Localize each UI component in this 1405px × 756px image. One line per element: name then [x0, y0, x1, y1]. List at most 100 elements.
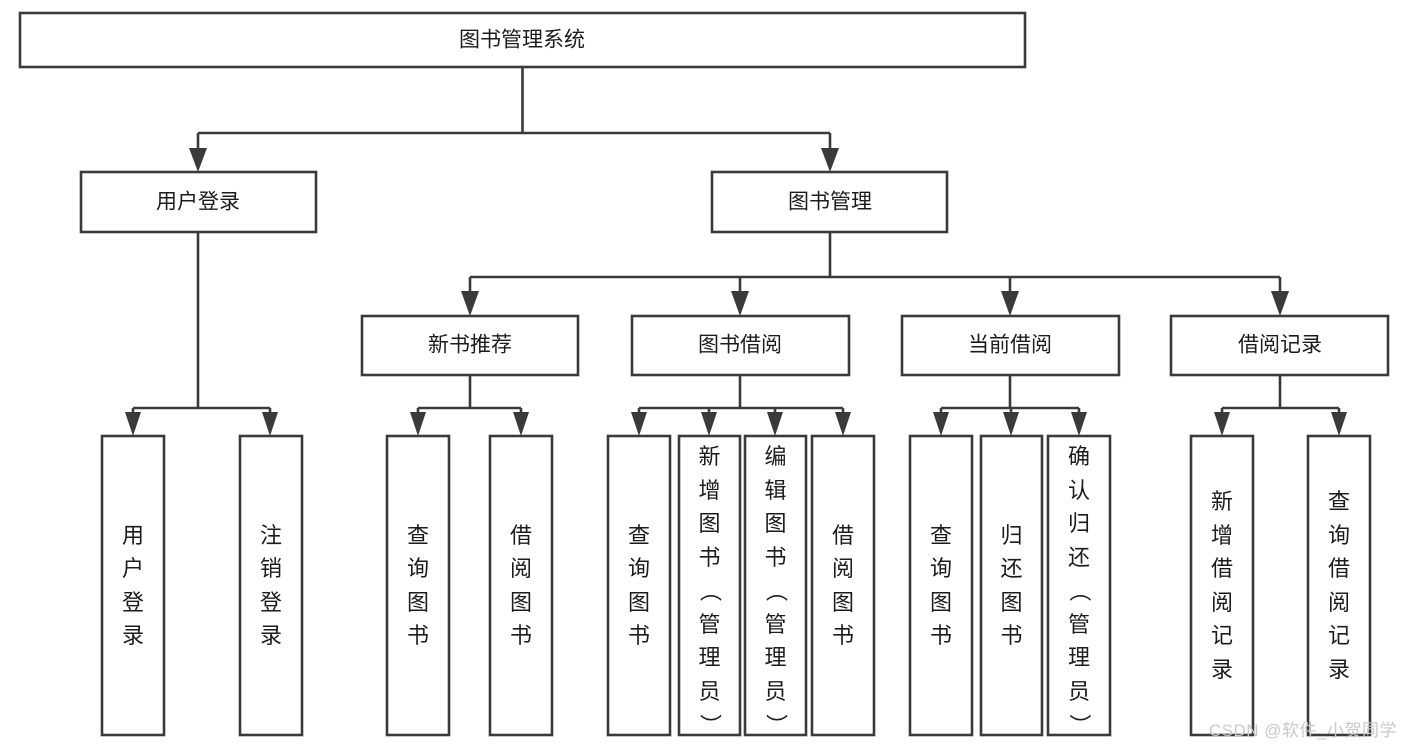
leaf-user-login-box[interactable] — [100, 434, 166, 737]
node-book-manage-box[interactable] — [710, 170, 949, 234]
label-char: 询 — [627, 556, 650, 581]
label-char: 理 — [698, 645, 721, 670]
leaf-query-book-1[interactable] — [385, 434, 451, 737]
label-char: ） — [697, 713, 723, 736]
label-char: 还 — [1000, 556, 1023, 581]
label-char: ） — [1066, 713, 1092, 736]
label-char: 增 — [698, 477, 721, 503]
leaf-borrow-book-1-box[interactable] — [488, 434, 554, 737]
arrow-head-leaf-borrow-book-1 — [513, 412, 529, 436]
leaf-logout-login-box[interactable] — [238, 434, 304, 737]
leaf-edit-book-admin-box[interactable] — [743, 434, 808, 737]
node-current-borrow[interactable]: 当前借阅 — [900, 314, 1121, 377]
leaf-user-login-label: 用户登录 — [102, 519, 164, 653]
node-new-book-recommend-box[interactable] — [360, 314, 580, 377]
label-char: 录 — [1210, 656, 1233, 682]
arrow-head-leaf-query-book-3 — [933, 412, 949, 436]
node-root-box[interactable] — [18, 11, 1027, 69]
node-borrow-record[interactable]: 借阅记录 — [1169, 314, 1390, 377]
node-book-borrow[interactable]: 图书借阅 — [630, 314, 851, 377]
leaf-return-book-box[interactable] — [979, 434, 1044, 737]
label-char: 借 — [831, 522, 854, 548]
node-book-manage[interactable]: 图书管理 — [710, 170, 949, 234]
leaf-add-borrow-record-box[interactable] — [1189, 434, 1255, 737]
leaf-add-borrow-record[interactable] — [1189, 434, 1255, 737]
label-char: 户 — [121, 556, 144, 581]
leaf-add-book-admin-box[interactable] — [677, 434, 742, 737]
label-char: 录 — [259, 623, 282, 648]
label-char: 归 — [1067, 511, 1090, 536]
label-char: （ — [1066, 579, 1092, 602]
arrow-head-leaf-query-borrow-record — [1331, 412, 1347, 436]
node-current-borrow-box[interactable] — [900, 314, 1121, 377]
arrow-head-leaf-user-login — [125, 412, 141, 436]
leaf-query-book-2[interactable] — [606, 434, 672, 737]
leaf-logout-login[interactable] — [238, 434, 304, 737]
leaf-return-book-label: 归还图书 — [981, 519, 1042, 653]
leaf-add-book-admin-label: 新增图书（管理员） — [679, 440, 740, 742]
leaf-borrow-book-1[interactable] — [488, 434, 554, 737]
label-char: ） — [763, 713, 789, 736]
label-char: 图 — [627, 589, 650, 615]
node-book-borrow-box[interactable] — [630, 314, 851, 377]
label-char: （ — [763, 579, 789, 602]
label-char: 用 — [121, 522, 144, 548]
leaf-borrow-book-2-box[interactable] — [810, 434, 876, 737]
leaf-query-borrow-record-box[interactable] — [1306, 434, 1372, 737]
label-char: 管 — [764, 611, 787, 637]
label-char: 图 — [764, 511, 787, 536]
node-root[interactable]: 图书管理系统 — [18, 11, 1027, 69]
label-char: 查 — [627, 522, 650, 548]
leaf-borrow-book-2[interactable] — [810, 434, 876, 737]
leaf-confirm-return-admin-box[interactable] — [1046, 434, 1112, 737]
leaf-query-book-3-box[interactable] — [908, 434, 974, 737]
label-char: 询 — [406, 556, 429, 581]
label-char: 录 — [1327, 656, 1350, 682]
leaf-query-borrow-record-label: 查询借阅记录 — [1308, 485, 1370, 686]
label-char: 注 — [259, 522, 282, 548]
label-char: 书 — [929, 623, 952, 648]
leaf-add-book-admin[interactable] — [677, 434, 742, 737]
leaf-query-book-1-box[interactable] — [385, 434, 451, 737]
node-borrow-record-box[interactable] — [1169, 314, 1390, 377]
label-char: 登 — [121, 589, 144, 615]
label-char: 查 — [1327, 489, 1350, 514]
label-char: 阅 — [1210, 589, 1233, 615]
node-user-login[interactable]: 用户登录 — [79, 170, 318, 234]
leaf-user-login[interactable] — [100, 434, 166, 737]
leaf-query-book-2-box[interactable] — [606, 434, 672, 737]
leaf-borrow-book-1-label: 借阅图书 — [490, 519, 552, 653]
leaf-return-book[interactable] — [979, 434, 1044, 737]
connectors-user-login-to-leaves — [125, 232, 278, 436]
leaf-edit-book-admin[interactable] — [743, 434, 808, 737]
leaf-query-book-1-label: 查询图书 — [387, 519, 449, 653]
leaf-add-borrow-record-label: 新增借阅记录 — [1191, 485, 1253, 686]
csdn-watermark: CSDN @软件_小贺同学 — [1208, 721, 1397, 740]
leaf-borrow-book-2-label: 借阅图书 — [812, 519, 874, 653]
arrow-head-leaf-add-borrow-record — [1214, 412, 1230, 436]
leaf-query-borrow-record[interactable] — [1306, 434, 1372, 737]
connectors-current-borrow-to-leaves — [933, 375, 1087, 436]
label-char: 书 — [627, 623, 650, 648]
node-current-borrow-label: 当前借阅 — [968, 334, 1052, 357]
node-new-book-recommend[interactable]: 新书推荐 — [360, 314, 580, 377]
arrow-head-current-borrow — [1001, 291, 1019, 316]
label-char: 借 — [1327, 556, 1350, 581]
label-char: 管 — [1067, 611, 1090, 637]
label-char: 查 — [406, 522, 429, 548]
label-char: 图 — [1000, 589, 1023, 615]
label-char: 编 — [764, 444, 787, 469]
node-book-manage-label: 图书管理 — [788, 191, 872, 214]
label-char: 图 — [509, 589, 532, 615]
label-char: 书 — [1000, 623, 1023, 648]
leaf-query-book-3[interactable] — [908, 434, 974, 737]
label-char: 辑 — [764, 477, 787, 503]
connectors-new-book-recommend-to-leaves — [410, 375, 529, 436]
label-char: 员 — [698, 678, 721, 704]
node-user-login-box[interactable] — [79, 170, 318, 234]
label-char: 书 — [509, 623, 532, 648]
leaf-confirm-return-admin[interactable] — [1046, 434, 1112, 737]
label-char: 询 — [1327, 522, 1350, 548]
